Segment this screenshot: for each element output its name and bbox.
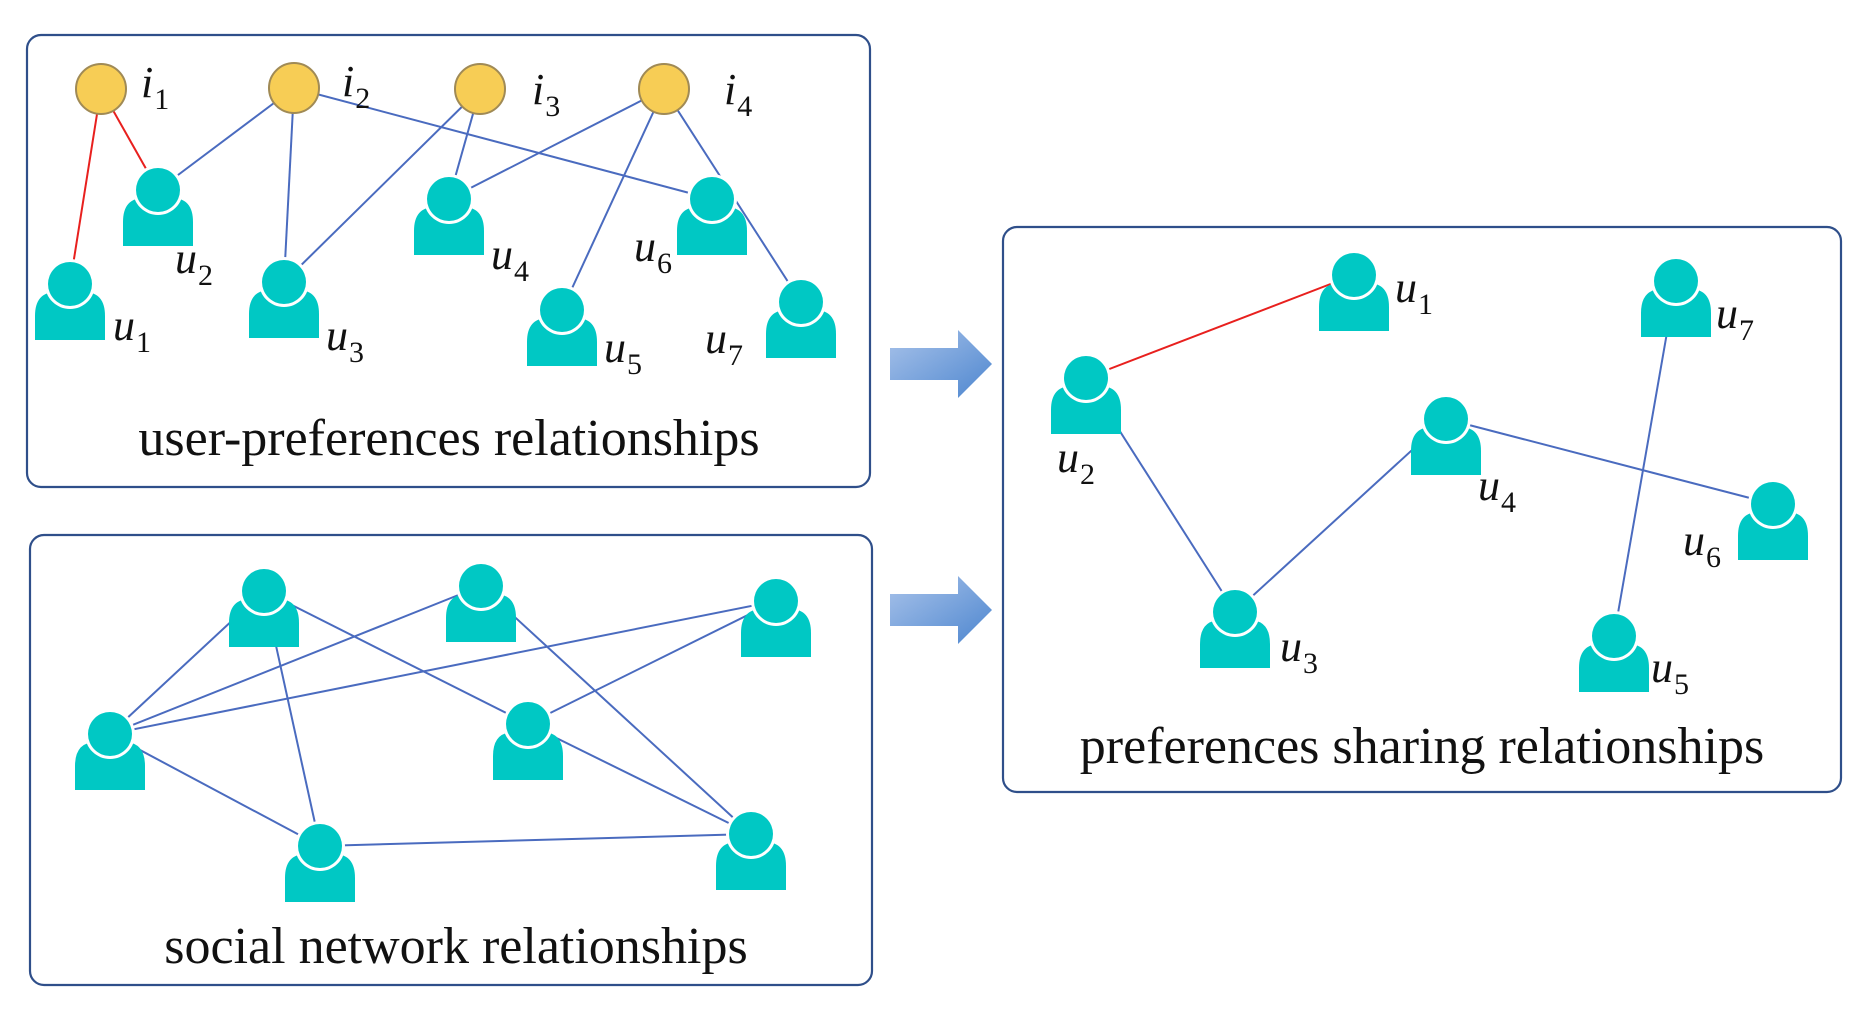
arrows-layer — [890, 330, 992, 644]
edge-i4-u5 — [561, 88, 665, 311]
label-p2: u2 — [1057, 433, 1095, 491]
edge-s3-s7 — [109, 600, 777, 735]
social-network-panel — [28, 533, 874, 987]
edges-layer — [69, 87, 1774, 847]
label-p7: u7 — [1716, 289, 1754, 347]
preferences-sharing-caption: preferences sharing relationships — [1080, 718, 1764, 775]
social-network-caption: social network relationships — [164, 918, 747, 975]
user-preferences-caption: user-preferences relationships — [138, 410, 759, 467]
edge-i1-u1 — [69, 88, 102, 285]
label-p5: u5 — [1651, 643, 1689, 701]
edge-s4-s6 — [319, 833, 752, 847]
edge-s3-s4 — [109, 733, 321, 847]
edge-p2-p1 — [1085, 274, 1355, 379]
labels-layer: i1 i2 i3 i4 u1 u2 u3 u4 u5 u6 u7 u1 u2 u3 u4 u5 u6 u7 — [113, 57, 1754, 701]
item-node-i4 — [638, 63, 690, 115]
edge-s2-s3 — [109, 585, 482, 735]
item-node-i1 — [75, 63, 127, 115]
label-p6: u6 — [1683, 516, 1721, 574]
label-i4: i4 — [724, 65, 752, 123]
edge-i4-u4 — [448, 88, 665, 200]
edge-i3-u3 — [283, 88, 481, 283]
label-p3: u3 — [1280, 622, 1318, 680]
edge-p3-p4 — [1234, 418, 1447, 613]
label-p1: u1 — [1395, 263, 1433, 321]
label-i2: i2 — [342, 57, 370, 115]
label-u2: u2 — [175, 234, 213, 292]
edge-i2-u6 — [293, 87, 713, 200]
edge-p4-p6 — [1445, 418, 1774, 505]
item-node-i3 — [454, 63, 506, 115]
label-i1: i1 — [141, 58, 169, 116]
edge-i2-u2 — [157, 87, 295, 191]
item-node-i2 — [268, 62, 320, 114]
label-i3: i3 — [532, 65, 560, 123]
edge-i2-u3 — [283, 87, 295, 283]
edge-s5-s6 — [527, 723, 752, 835]
label-u6: u6 — [634, 222, 672, 280]
label-p4: u4 — [1478, 461, 1516, 519]
right-arrow-icon — [890, 330, 992, 398]
label-u4: u4 — [491, 230, 529, 288]
right-arrow-icon — [890, 576, 992, 644]
edge-s2-s6 — [480, 585, 752, 835]
nodes-layer — [35, 62, 1808, 902]
edge-s5-s7 — [527, 600, 777, 725]
edge-p7-p5 — [1613, 280, 1677, 637]
label-u7: u7 — [705, 314, 743, 372]
user-preferences-panel — [25, 33, 872, 489]
label-u1: u1 — [113, 301, 151, 359]
label-u5: u5 — [604, 323, 642, 381]
label-u3: u3 — [326, 311, 364, 369]
edge-s1-s5 — [263, 590, 529, 725]
